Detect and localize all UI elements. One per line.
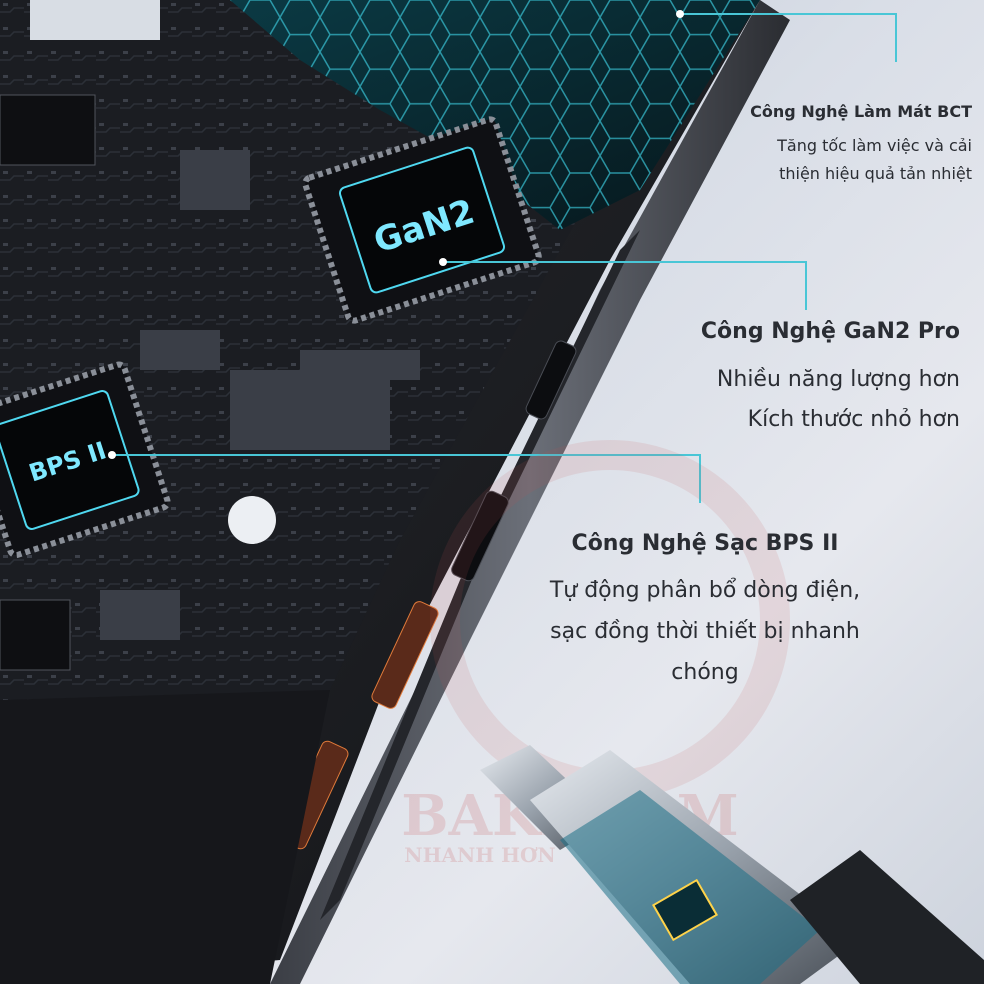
callout-bps-ii: Công Nghệ Sạc BPS II Tự động phân bổ dòn…	[515, 523, 895, 693]
bps-leader-line	[112, 454, 701, 503]
callout-bct-title: Công Nghệ Làm Mát BCT	[750, 102, 972, 121]
callout-bps-line-2: sạc đồng thời thiết bị nhanh	[550, 619, 860, 644]
leader-lines	[112, 13, 897, 503]
callout-bps-line-1: Tự động phân bổ dòng điện,	[549, 578, 861, 603]
callout-bps-title: Công Nghệ Sạc BPS II	[571, 531, 839, 556]
bps-chip: BPS II	[0, 361, 171, 559]
bct-leader-line	[680, 13, 897, 62]
callout-gan-line-1: Nhiều năng lượng hơn	[716, 367, 960, 392]
leader-dots	[108, 10, 684, 459]
charger-port-face	[320, 230, 640, 920]
watermark-slogan: NHANH HƠN	[404, 843, 555, 867]
callout-gan-line-2: Kích thước nhỏ hơn	[747, 407, 960, 432]
usb-c-plug	[480, 745, 984, 984]
hex-pattern	[230, 0, 760, 230]
callout-bct-line-1: Tăng tốc làm việc và cải	[777, 136, 972, 155]
callout-bps-line-3: chóng	[671, 660, 739, 685]
callout-bct-line-2: thiện hiệu quả tản nhiệt	[779, 164, 972, 183]
usb-ports	[279, 340, 577, 850]
callout-gan-title: Công Nghệ GaN2 Pro	[700, 319, 960, 344]
callout-gan2-pro: Công Nghệ GaN2 Pro Nhiều năng lượng hơn …	[580, 312, 960, 440]
callout-bct-cooling: Công Nghệ Làm Mát BCT Tăng tốc làm việc …	[642, 98, 972, 188]
charger-base	[0, 690, 330, 984]
gan2-chip: GaN2	[302, 116, 542, 324]
pcb-components	[0, 0, 420, 671]
gan-leader-line	[443, 261, 807, 310]
